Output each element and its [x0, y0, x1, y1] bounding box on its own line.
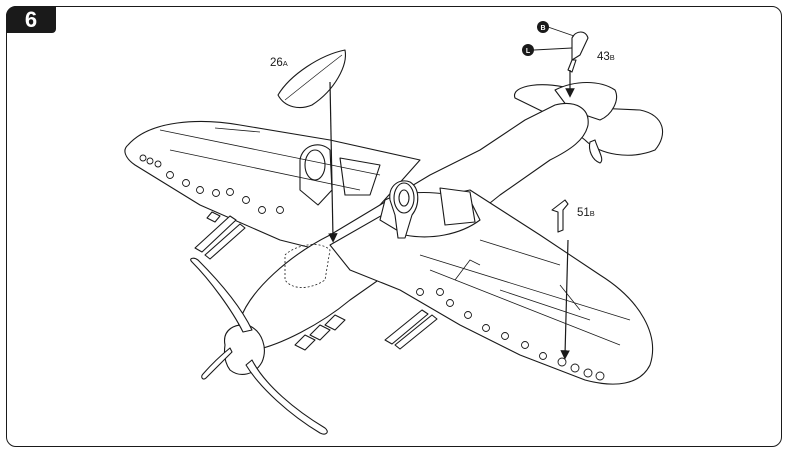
right-wing-cannon [384, 309, 429, 345]
left-wing-cannon [194, 215, 237, 253]
marker-b-icon [537, 21, 549, 33]
propeller-spinner [223, 324, 265, 375]
hatch-outline [284, 244, 331, 288]
right-wing [329, 189, 654, 385]
part-51b-label: 51B [577, 207, 595, 219]
propeller-blade-top [190, 257, 253, 333]
part-43b-label: 43B [597, 51, 615, 63]
marker-l-icon [522, 44, 534, 56]
left-wing [124, 120, 421, 251]
part-43b-mast [571, 31, 589, 61]
svg-text:L: L [526, 48, 531, 55]
part-51b-arrow [560, 239, 570, 360]
propeller-blade-left [201, 347, 233, 380]
propeller-blade-bottom [245, 359, 328, 435]
part-51b-pitot [551, 199, 569, 233]
svg-text:B: B [540, 25, 545, 32]
part-26a-arrow [328, 81, 338, 243]
part-26a-label: 26A [270, 57, 288, 69]
instruction-frame [6, 6, 782, 447]
step-number-badge: 6 [6, 6, 56, 33]
